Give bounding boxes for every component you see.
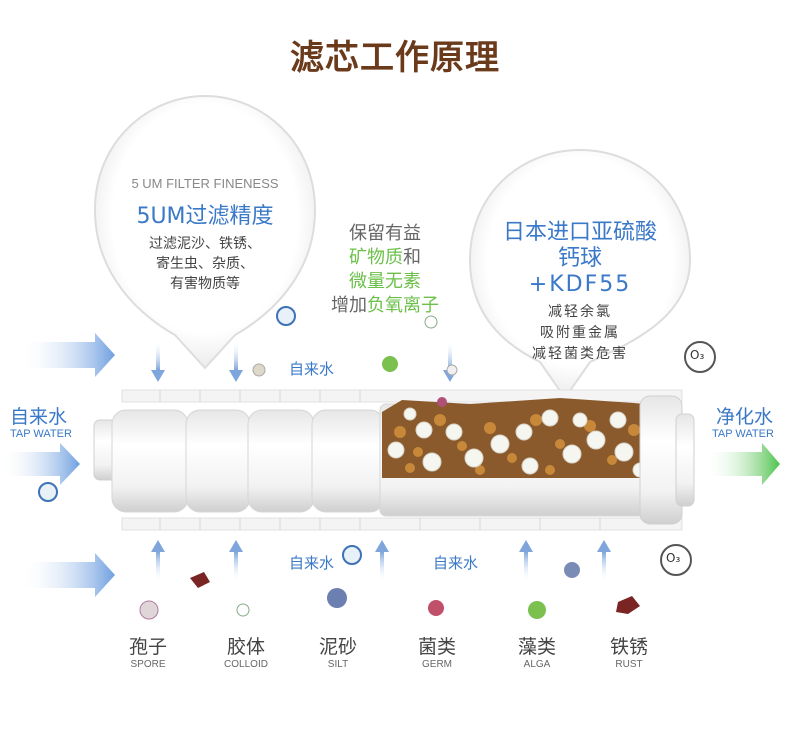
filter-cartridge bbox=[93, 389, 695, 531]
left-bubble-shape bbox=[93, 94, 317, 370]
trace-element-line: 微量无素 bbox=[349, 271, 421, 292]
mineral-highlight: 矿物质 bbox=[349, 247, 403, 268]
impurity-silt-cn: 泥砂 bbox=[318, 636, 357, 658]
colloid-icon bbox=[236, 315, 438, 617]
mineral-rest: 和 bbox=[403, 247, 421, 268]
germ-icon bbox=[428, 397, 447, 616]
negative-ion-highlight: 负氧离子 bbox=[367, 295, 439, 316]
impurity-silt-en: SILT bbox=[327, 659, 349, 670]
desc-line: 有害物质等 bbox=[170, 276, 240, 292]
down-arrows bbox=[151, 340, 457, 382]
ozone-icon bbox=[660, 341, 716, 576]
inlet-arrow-top bbox=[20, 333, 115, 377]
up-arrows bbox=[151, 540, 611, 582]
ozone-label: O₃ bbox=[690, 348, 705, 362]
calcium-balls bbox=[387, 407, 648, 478]
water-drop-icon bbox=[38, 306, 362, 565]
impurity-germ-cn: 菌类 bbox=[417, 636, 456, 658]
negative-ion-line: 增加负氧离子 bbox=[300, 294, 470, 318]
impurity-germ-en: GERM bbox=[422, 659, 452, 670]
desc-line: 过滤泥沙、铁锈、 bbox=[149, 236, 261, 252]
filter-fineness-en: 5 UM FILTER FINENESS bbox=[131, 176, 279, 191]
impurity-alga-cn: 藻类 bbox=[517, 636, 556, 658]
impurity-rust-cn: 铁锈 bbox=[609, 636, 648, 658]
small-drop-icon bbox=[446, 364, 458, 376]
outlet-label-en: TAP WATER bbox=[712, 428, 774, 440]
desc-line: 吸附重金属 bbox=[540, 325, 620, 341]
filter-fineness-cn: 5UM过滤精度 bbox=[136, 204, 274, 229]
page-title: 滤芯工作原理 bbox=[290, 38, 500, 78]
desc-line: 减轻余氯 bbox=[548, 304, 612, 320]
tap-water-label: 自来水 bbox=[289, 360, 335, 378]
inlet-arrow-middle bbox=[0, 443, 80, 485]
spore-icon bbox=[139, 363, 266, 620]
inlet-label-en: TAP WATER bbox=[10, 428, 72, 440]
inlet-arrow-bottom bbox=[20, 553, 115, 597]
outlet-arrow bbox=[705, 443, 780, 485]
calcium-line-2: 钙球 bbox=[557, 246, 602, 271]
rust-icon bbox=[190, 572, 640, 614]
calcium-sulfite-desc: 减轻余氯 吸附重金属 减轻菌类危害 bbox=[475, 302, 685, 365]
outlet-label-cn: 净化水 bbox=[716, 406, 774, 428]
silt-icon bbox=[327, 562, 580, 608]
desc-line: 寄生虫、杂质、 bbox=[156, 256, 254, 272]
impurity-spore-en: SPORE bbox=[130, 659, 166, 670]
inlet-label-cn: 自来水 bbox=[10, 406, 68, 428]
impurity-spore-cn: 孢子 bbox=[128, 636, 167, 658]
tap-water-label: 自来水 bbox=[433, 554, 479, 572]
impurity-alga-en: ALGA bbox=[523, 659, 551, 670]
desc-line: 减轻菌类危害 bbox=[532, 346, 628, 362]
calcium-sulfite-title: 日本进口亚硫酸 钙球 +KDF55 bbox=[475, 220, 685, 298]
ozone-label: O₃ bbox=[666, 551, 681, 565]
negative-ion-prefix: 增加 bbox=[331, 295, 367, 316]
right-bubble-shape bbox=[468, 148, 692, 400]
kdf-line: +KDF55 bbox=[528, 272, 632, 297]
impurity-colloid-en: COLLOID bbox=[224, 659, 268, 670]
alga-icon bbox=[382, 356, 546, 619]
mineral-line-2: 矿物质和 bbox=[300, 246, 470, 270]
impurity-rust-en: RUST bbox=[615, 659, 643, 670]
filter-fineness-desc: 过滤泥沙、铁锈、 寄生虫、杂质、 有害物质等 bbox=[100, 234, 310, 294]
calcium-line-1: 日本进口亚硫酸 bbox=[502, 220, 657, 245]
kdf-granules bbox=[394, 414, 640, 475]
impurity-colloid-cn: 胶体 bbox=[226, 636, 265, 658]
tap-water-label: 自来水 bbox=[289, 554, 335, 572]
mineral-text: 保留有益 矿物质和 微量无素 增加负氧离子 bbox=[300, 222, 470, 318]
mineral-line-1: 保留有益 bbox=[349, 223, 421, 244]
